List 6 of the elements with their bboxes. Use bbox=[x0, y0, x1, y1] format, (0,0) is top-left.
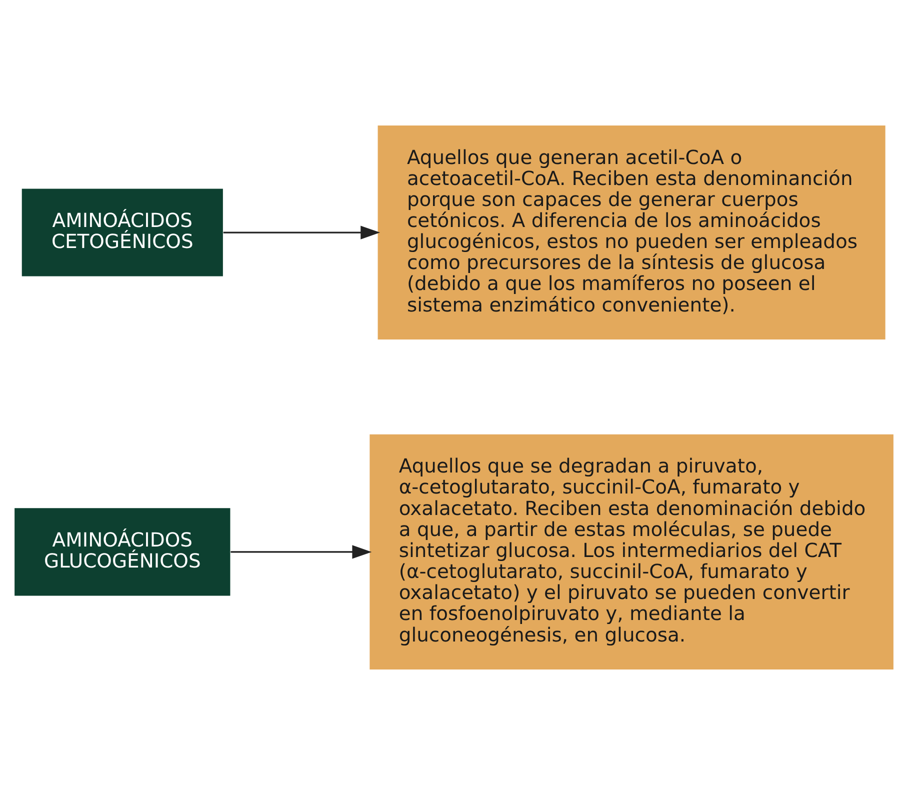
arrow bbox=[230, 544, 372, 558]
node-box: AMINOÁCIDOS GLUCOGÉNICOS bbox=[14, 508, 230, 596]
node-box: Aquellos que generan acetil-CoA o acetoacetil-CoA. Reciben esta denominanción porque son capaces de generar cuerpos cetónicos. A diferencia de los aminoácidos glucogénicos, estos no pueden ser empleados como precursores de la síntesis de glucosa (debido a que los mamíferos no poseen el sistema enzimático conveniente). bbox=[378, 124, 886, 340]
node-box: AMINOÁCIDOS CETOGÉNICOS bbox=[22, 188, 223, 276]
arrow bbox=[223, 225, 380, 239]
node-box: Aquellos que se degradan a piruvato, α-cetoglutarato, succinil-CoA, fumarato y oxalacetato. Reciben esta denominación debido a que, a partir de estas moléculas, se puede sintetizar glucosa. Los intermediarios del CAT (α-cetoglutarato, succinil-CoA, fumarato y oxalacetato) y el piruvato se pueden convertir en fosfoenolpiruvato y, mediante la gluconeogénesis, en glucosa. bbox=[370, 434, 894, 670]
